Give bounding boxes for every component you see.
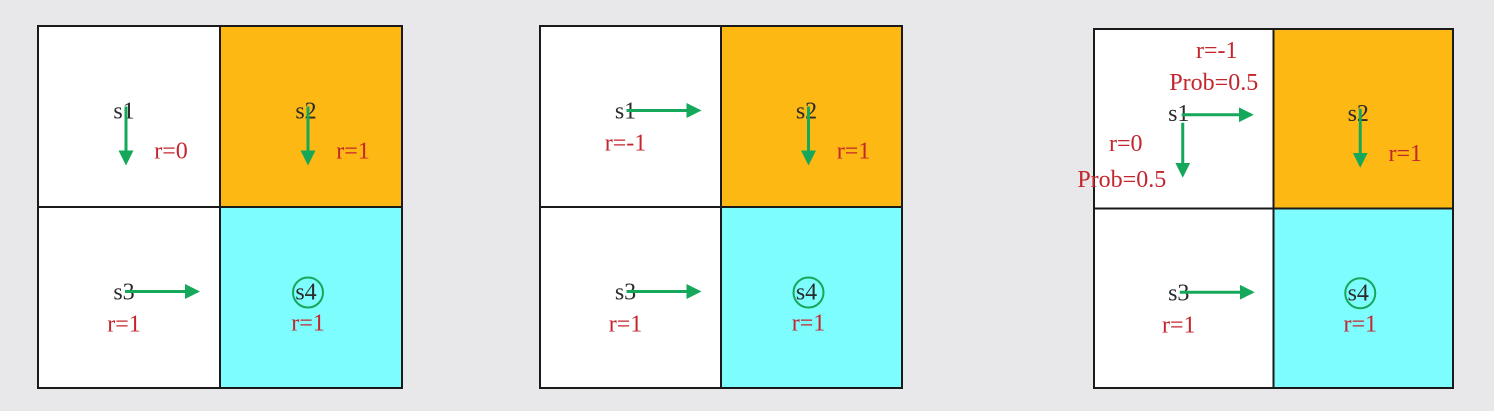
state-label: s2 — [796, 99, 817, 125]
branch-reward-label: r=0 — [1109, 131, 1143, 157]
state-label: s2 — [1348, 101, 1369, 127]
reward-label: r=1 — [837, 139, 871, 165]
grid-cell-s3: s3r=1 — [37, 206, 221, 389]
grid-cell-s4: s4r=1 — [219, 206, 403, 389]
state-label: s1 — [113, 99, 134, 125]
state-label: s1 — [1168, 101, 1189, 127]
grid-cell-s1: s1 r=-1 — [539, 25, 722, 208]
branch-prob-label: Prob=0.5 — [1077, 167, 1166, 193]
reward-label: r=1 — [1388, 141, 1422, 167]
circle-icon — [1344, 277, 1377, 310]
state-label: s4 — [1348, 280, 1369, 306]
grid-cell-s2: s2 r=1 — [720, 25, 903, 208]
state-label: s2 — [295, 99, 316, 125]
reward-label: r=1 — [609, 312, 643, 338]
cell-target-background — [219, 206, 403, 389]
cell-plain-background — [37, 25, 221, 208]
reward-label: r=1 — [107, 312, 141, 338]
grid-cell-s3: s3r=1 — [539, 206, 722, 389]
reward-label: r=1 — [1162, 312, 1196, 338]
reward-label: r=1 — [291, 311, 325, 337]
grid-cell-s4: s4r=1 — [720, 206, 903, 389]
cell-target-background — [720, 206, 903, 389]
branch-reward-label: r=-1 — [1196, 38, 1238, 64]
reward-label: r=0 — [154, 139, 188, 165]
cell-target-background — [1272, 207, 1454, 389]
state-label: s3 — [1168, 280, 1189, 306]
cell-forbidden-background — [1272, 28, 1454, 210]
state-label: s4 — [295, 280, 316, 306]
circle-icon — [292, 276, 324, 309]
reward-label: r=1 — [792, 311, 826, 337]
circle-icon — [792, 276, 825, 309]
reward-label: r=1 — [1343, 311, 1377, 337]
grid-cell-s4: s4r=1 — [1272, 207, 1454, 389]
grid-cell-s3: s3r=1 — [1093, 207, 1275, 389]
state-label: s3 — [615, 280, 636, 306]
grid-cell-s1: s1 r=0 — [37, 25, 221, 208]
grid-cell-s2: s2 r=1 — [1272, 28, 1454, 210]
cell-forbidden-background — [219, 25, 403, 208]
reward-label: r=1 — [336, 139, 370, 165]
branch-prob-label: Prob=0.5 — [1169, 70, 1258, 96]
grid-cell-s2: s2 r=1 — [219, 25, 403, 208]
reward-label: r=-1 — [605, 131, 647, 157]
state-label: s4 — [796, 280, 817, 306]
state-label: s3 — [113, 280, 134, 306]
cell-forbidden-background — [720, 25, 903, 208]
state-label: s1 — [615, 99, 636, 125]
